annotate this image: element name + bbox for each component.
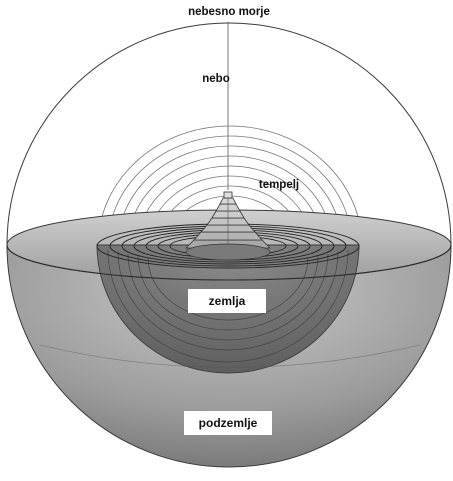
sea-of-heaven-label: nebesno morje bbox=[188, 6, 270, 18]
sky-label: nebo bbox=[202, 73, 229, 85]
underworld-label-box: podzemlje bbox=[184, 411, 272, 435]
temple-label: tempelj bbox=[259, 179, 299, 191]
earth-label: zemlja bbox=[209, 294, 246, 308]
underworld-label: podzemlje bbox=[199, 416, 258, 430]
earth-label-box: zemlja bbox=[188, 289, 266, 313]
temple-base bbox=[186, 244, 270, 260]
